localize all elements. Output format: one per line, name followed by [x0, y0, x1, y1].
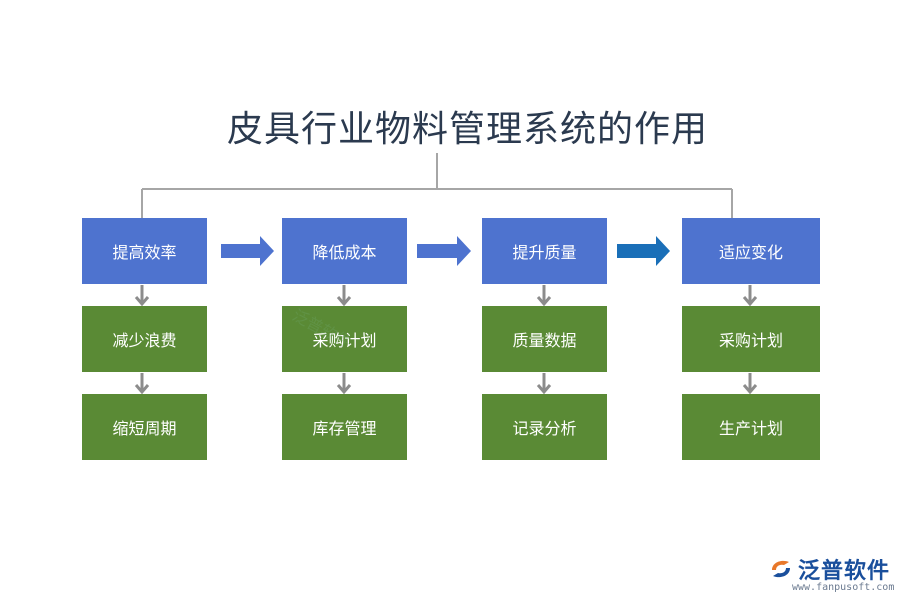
header-box-3: 提升质量 [482, 218, 607, 284]
item-box-2-1: 采购计划 [282, 306, 407, 372]
logo-url: www.fanpusoft.com [792, 582, 895, 593]
down-arrow-col1-b [134, 373, 150, 395]
down-arrows [134, 285, 758, 395]
header-box-4: 适应变化 [682, 218, 820, 284]
item-box-4-2: 生产计划 [682, 394, 820, 460]
down-arrow-col2-b [336, 373, 352, 395]
right-arrow-3 [617, 236, 670, 266]
item-box-1-2: 缩短周期 [82, 394, 207, 460]
header-box-2: 降低成本 [282, 218, 407, 284]
down-arrow-col1-a [134, 285, 150, 307]
right-arrow-2 [417, 236, 471, 266]
item-box-4-1: 采购计划 [682, 306, 820, 372]
diagram-title: 皮具行业物料管理系统的作用 [226, 109, 708, 150]
header-box-1: 提高效率 [82, 218, 207, 284]
logo-name: 泛普软件 [798, 559, 891, 584]
brand-logo: 泛普软件 [768, 553, 890, 585]
down-arrow-col2-a [336, 285, 352, 307]
item-box-1-1: 减少浪费 [82, 306, 207, 372]
item-box-3-2: 记录分析 [482, 394, 607, 460]
down-arrow-col3-b [536, 373, 552, 395]
item-box-3-1: 质量数据 [482, 306, 607, 372]
item-box-2-2: 库存管理 [282, 394, 407, 460]
down-arrow-col3-a [536, 285, 552, 307]
down-arrow-col4-b [742, 373, 758, 395]
down-arrow-col4-a [742, 285, 758, 307]
right-arrow-1 [221, 236, 274, 266]
logo-icon [772, 560, 790, 578]
